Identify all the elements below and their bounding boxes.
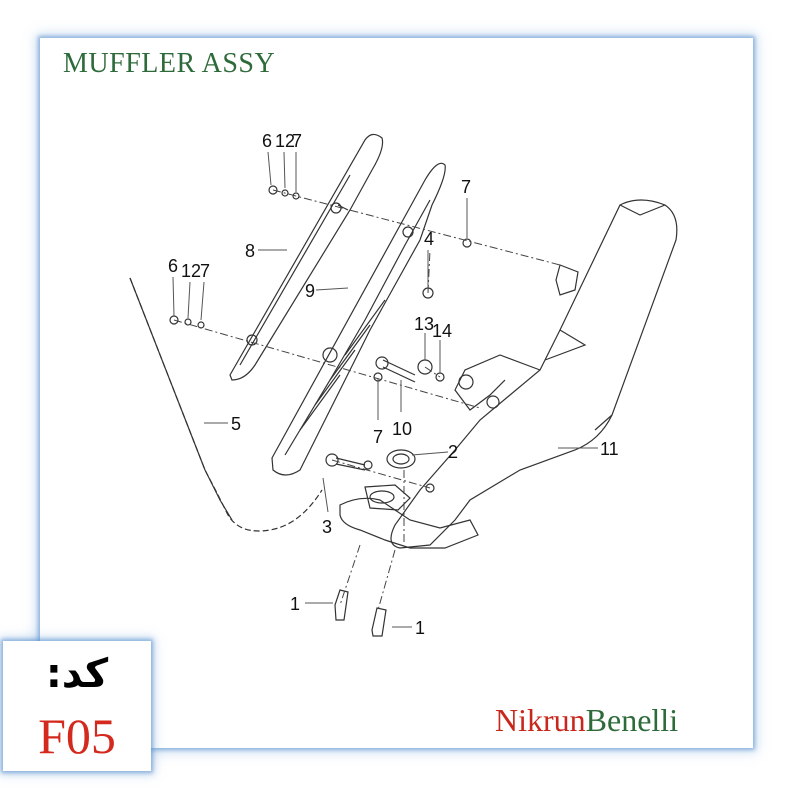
callout-11: 11 [600,439,619,459]
callout-1b: 1 [415,618,425,638]
callout-12b: 12 [181,261,201,281]
product-code-box: کد: F05 [3,641,151,771]
callout-8: 8 [245,241,255,261]
brand-part2: Benelli [585,702,679,738]
muffler-body-edge [544,204,666,431]
callout-2: 2 [448,442,458,462]
code-label: کد: [45,651,109,697]
callout-7b: 7 [200,261,210,281]
callout-12a: 12 [275,131,295,151]
muffler-body [390,199,678,549]
callout-3: 3 [322,517,332,537]
callout-7d: 7 [373,427,383,447]
sensor-cable [129,277,323,532]
heat-shield-9 [271,162,446,476]
callout-10: 10 [392,419,412,439]
callout-7a: 7 [292,131,302,151]
exhaust-header [339,497,479,549]
heat-shield-8 [229,133,384,381]
callout-6b: 6 [168,256,178,276]
callout-4: 4 [424,229,434,249]
callout-5: 5 [231,414,241,434]
callout-1a: 1 [290,594,300,614]
diagram-frame [40,38,753,748]
callout-14: 14 [432,321,452,341]
callout-7c: 7 [461,177,471,197]
diagram-title: MUFFLER ASSY [63,48,276,79]
callout-9: 9 [305,281,315,301]
brand-watermark: NikrunBenelli [495,702,678,739]
callout-6a: 6 [262,131,272,151]
brand-part1: Nikrun [495,702,586,738]
callout-13: 13 [414,314,434,334]
code-value: F05 [38,708,116,764]
